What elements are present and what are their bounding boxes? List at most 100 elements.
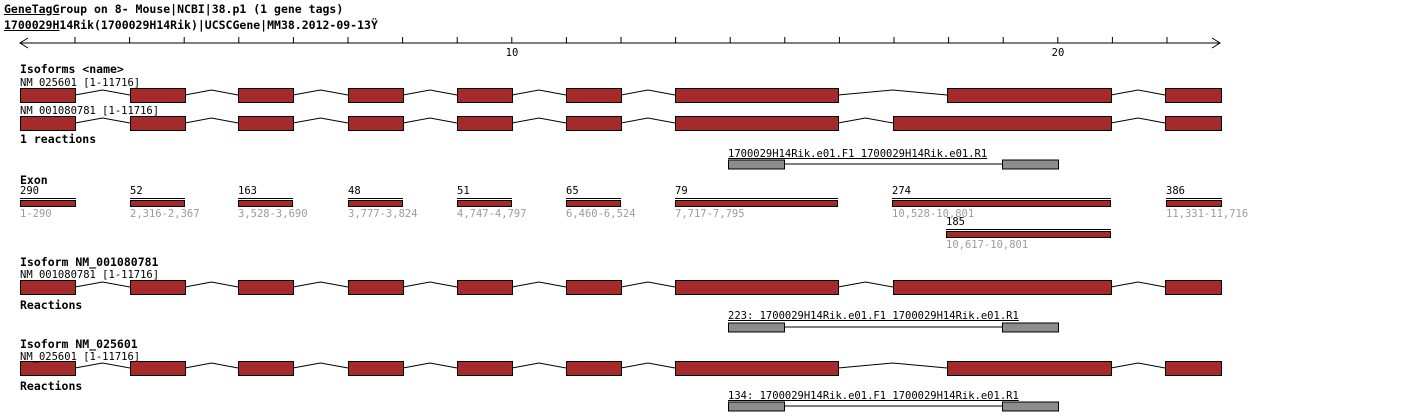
gene-tag-group-link[interactable]: GeneTagG [4, 2, 60, 16]
exon-size-label: 65 [566, 186, 621, 199]
exon-bar[interactable] [20, 200, 76, 207]
exon-summary-item: 51 4,747-4,797 [457, 186, 527, 220]
exon-box-NM_001080781[interactable] [457, 280, 513, 295]
intron-connector [620, 362, 676, 369]
exon-box-NM_025601[interactable] [675, 88, 839, 103]
reverse-primer-box[interactable] [1002, 401, 1059, 412]
exon-box-NM_025601[interactable] [457, 361, 513, 376]
intron-connector [184, 117, 239, 124]
exon-box-NM_001080781[interactable] [130, 116, 186, 131]
intron-connector [1110, 281, 1166, 288]
exon-bar[interactable] [566, 200, 621, 207]
isoform2-section-header: Isoform NM_025601 [20, 337, 138, 351]
exon-box-NM_025601[interactable] [238, 361, 294, 376]
isoform1-reaction-label[interactable]: 223: 1700029H14Rik.e01.F1 1700029H14Rik.… [728, 310, 1019, 322]
exon-box-NM_025601[interactable] [238, 88, 294, 103]
exon-box-NM_001080781[interactable] [566, 280, 622, 295]
exon-size-label: 163 [238, 186, 293, 199]
exon-box-NM_001080781[interactable] [566, 116, 622, 131]
ruler-arrow-icon [19, 37, 29, 49]
exon-box-NM_025601[interactable] [348, 361, 404, 376]
exon-box-NM_025601[interactable] [1165, 88, 1222, 103]
exon-box-NM_001080781[interactable] [457, 116, 513, 131]
exon-box-NM_001080781[interactable] [893, 116, 1112, 131]
exon-range-label: 3,528-3,690 [238, 208, 308, 220]
exon-bar[interactable] [675, 200, 838, 207]
exon-box-NM_025601[interactable] [947, 361, 1112, 376]
isoforms-section-header: Isoforms <name> [20, 62, 124, 76]
exon-box-NM_025601[interactable] [566, 88, 622, 103]
isoform2-reaction-label[interactable]: 134: 1700029H14Rik.e01.F1 1700029H14Rik.… [728, 390, 1019, 402]
exon-box-NM_025601[interactable] [675, 361, 839, 376]
exon-box-NM_001080781[interactable] [238, 280, 294, 295]
exon-range-label: 4,747-4,797 [457, 208, 527, 220]
forward-primer-box[interactable] [728, 401, 785, 412]
gene-title: 1700029H14Rik(1700029H14Rik)|UCSCGene|MM… [4, 19, 378, 31]
exon-box-NM_001080781[interactable] [1165, 116, 1222, 131]
intron-connector [837, 362, 948, 369]
intron-connector [292, 117, 349, 124]
exon-box-NM_025601[interactable] [947, 88, 1112, 103]
exon-size-label: 79 [675, 186, 838, 199]
exon-box-NM_001080781[interactable] [238, 116, 294, 131]
exon-size-label: 51 [457, 186, 512, 199]
exon-box-NM_001080781[interactable] [130, 280, 186, 295]
exon-section-header: Exon [20, 173, 48, 187]
exon-box-NM_001080781[interactable] [20, 280, 76, 295]
window-title: GeneTagGroup on 8- Mouse|NCBI|38.p1 (1 g… [4, 3, 343, 15]
exon-bar[interactable] [946, 231, 1111, 238]
exon-box-NM_025601[interactable] [566, 361, 622, 376]
exon-box-NM_001080781[interactable] [20, 116, 76, 131]
exon-box-NM_025601[interactable] [20, 88, 76, 103]
exon-size-label: 48 [348, 186, 403, 199]
exon-range-label: 10,617-10,801 [946, 239, 1029, 251]
exon-range-label: 1-290 [20, 208, 52, 220]
exon-size-label: 386 [1166, 186, 1222, 199]
exon-box-NM_025601[interactable] [457, 88, 513, 103]
reactions-count-header: 1 reactions [20, 132, 97, 146]
exon-box-NM_001080781[interactable] [348, 280, 404, 295]
exon-bar[interactable] [238, 200, 293, 207]
exon-box-NM_025601[interactable] [348, 88, 404, 103]
reverse-primer-box[interactable] [1002, 159, 1059, 170]
intron-connector [184, 89, 239, 96]
exon-bar[interactable] [1166, 200, 1222, 207]
intron-connector [1110, 117, 1166, 124]
isoform1-section-header: Isoform NM_001080781 [20, 255, 159, 269]
intron-connector [511, 89, 567, 96]
exon-bar[interactable] [130, 200, 185, 207]
exon-box-NM_025601[interactable] [20, 361, 76, 376]
exon-range-label: 6,460-6,524 [566, 208, 636, 220]
forward-primer-box[interactable] [728, 322, 785, 333]
exon-summary-item: 48 3,777-3,824 [348, 186, 418, 220]
exon-range-label: 2,316-2,367 [130, 208, 200, 220]
reverse-primer-box[interactable] [1002, 322, 1059, 333]
exon-bar[interactable] [457, 200, 512, 207]
exon-box-NM_001080781[interactable] [675, 116, 839, 131]
exon-box-NM_001080781[interactable] [675, 280, 839, 295]
exon-box-NM_001080781[interactable] [348, 116, 404, 131]
exon-size-label: 290 [20, 186, 76, 199]
exon-box-NM_025601[interactable] [1165, 361, 1222, 376]
reaction-primer-pair-label[interactable]: 1700029H14Rik.e01.F1 1700029H14Rik.e01.R… [728, 148, 988, 160]
exon-size-label: 52 [130, 186, 185, 199]
exon-box-NM_025601[interactable] [130, 88, 186, 103]
exon-bar[interactable] [892, 200, 1111, 207]
exon-bar[interactable] [348, 200, 403, 207]
isoform2-track-label: NM_025601 [1-11716] [20, 351, 141, 363]
exon-box-NM_025601[interactable] [130, 361, 186, 376]
forward-primer-box[interactable] [728, 159, 785, 170]
exon-box-NM_001080781[interactable] [1165, 280, 1222, 295]
gene-link[interactable]: 1700029H [4, 18, 60, 32]
intron-connector [1110, 89, 1166, 96]
exon-box-NM_001080781[interactable] [893, 280, 1112, 295]
exon-range-label: 3,777-3,824 [348, 208, 418, 220]
intron-connector [292, 89, 349, 96]
intron-connector [74, 117, 131, 124]
